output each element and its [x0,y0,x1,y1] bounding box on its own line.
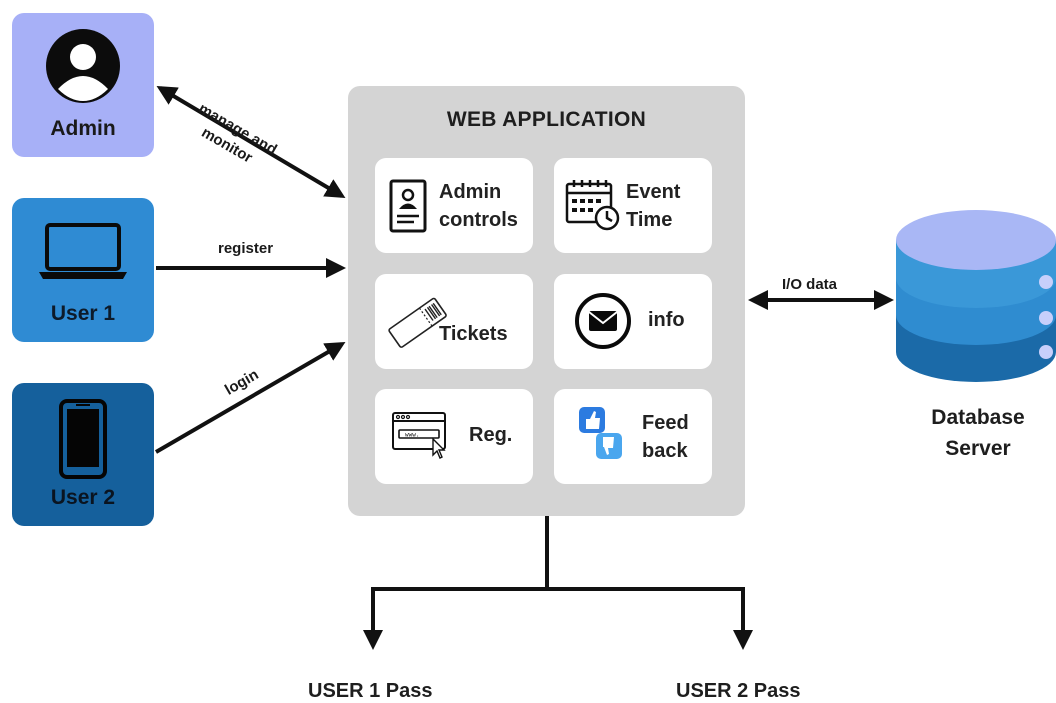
svg-text:www.: www. [405,432,419,439]
user2-actor: User 2 [12,383,154,526]
id-card-icon [389,179,427,233]
laptop-icon [39,223,127,279]
reg-label: Reg. [469,424,513,446]
user2-label: User 2 [50,486,116,509]
info-card: info [554,274,712,369]
user2-app-arrow [154,341,346,454]
output-split-arrows [363,516,753,650]
register-edge-label: register [218,240,274,257]
event-time-card: Event Time [554,158,712,253]
envelope-icon [575,293,631,349]
reg-card: www. Reg. [375,389,533,484]
calendar-clock-icon [565,180,620,231]
web-application-container: WEB APPLICATION Admin controls [348,86,745,516]
feedback-line1: Feed [642,412,689,434]
event-time-line1: Event [626,181,681,203]
user1-label: User 1 [50,302,116,325]
tickets-label: Tickets [439,323,508,345]
admin-controls-line2: controls [439,209,518,231]
database-server-label: Database Server [900,402,1056,464]
info-label: info [648,309,685,331]
smartphone-icon [59,399,107,479]
user1-actor: User 1 [12,198,154,342]
admin-app-arrow [156,85,346,199]
admin-label: Admin [50,117,116,140]
ticket-icon [388,297,447,348]
tickets-card: Tickets [375,274,533,369]
database-label-line1: Database [931,406,1025,429]
admin-controls-line1: Admin [439,181,502,203]
event-time-line2: Time [626,209,673,231]
admin-actor: Admin [12,13,154,157]
user2-pass-label: USER 2 Pass [676,680,801,702]
admin-controls-card: Admin controls [375,158,533,253]
feedback-line2: back [642,440,688,462]
user1-pass-label: USER 1 Pass [308,680,433,702]
web-application-title: WEB APPLICATION [446,108,647,131]
thumbs-up-down-icon [579,407,622,459]
database-cylinder-icon [896,210,1056,382]
database-label-line2: Server [945,437,1011,460]
feedback-card: Feed back [554,389,712,484]
browser-window-icon: www. [392,412,446,459]
io-data-edge-label: I/O data [782,276,838,293]
user-avatar-icon [46,29,120,103]
